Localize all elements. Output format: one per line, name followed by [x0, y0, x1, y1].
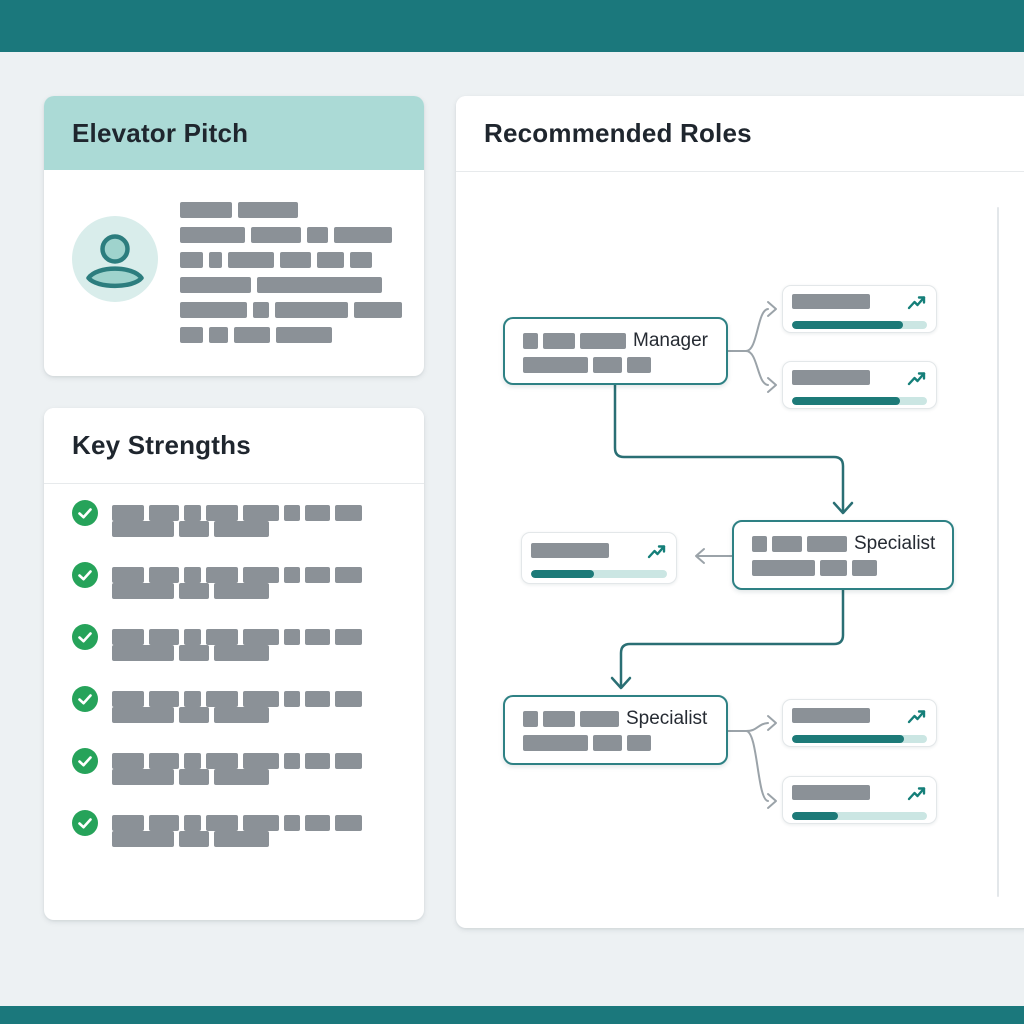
node-label: Manager — [633, 330, 708, 351]
top-app-bar — [0, 0, 1024, 52]
progress-fill — [792, 735, 905, 743]
node-placeholder-text — [523, 333, 626, 349]
strength-placeholder-text — [112, 629, 362, 661]
strength-item — [72, 624, 402, 661]
trending-up-icon — [907, 787, 926, 801]
trending-up-icon — [907, 372, 926, 386]
key-strengths-header: Key Strengths — [44, 408, 424, 484]
elevator-pitch-placeholder-text — [180, 202, 402, 343]
strength-placeholder-text — [112, 505, 362, 537]
key-strengths-list — [72, 500, 402, 877]
strength-item — [72, 748, 402, 785]
node-placeholder-text — [523, 711, 619, 727]
progress-track — [792, 812, 927, 820]
role-title-placeholder — [792, 294, 870, 309]
elevator-pitch-card: Elevator Pitch — [44, 96, 424, 376]
node-placeholder-text — [523, 735, 726, 751]
node-placeholder-text — [752, 536, 847, 552]
role-option-card[interactable] — [782, 776, 937, 824]
role-node-specialist-bottom[interactable]: Specialist — [503, 695, 728, 765]
role-node-manager[interactable]: Manager — [503, 317, 728, 385]
strength-item — [72, 686, 402, 723]
role-title-placeholder — [531, 543, 609, 558]
recommended-roles-header: Recommended Roles — [456, 96, 1024, 172]
avatar — [72, 216, 158, 302]
check-circle-icon — [72, 562, 98, 588]
strength-placeholder-text — [112, 753, 362, 785]
elevator-pitch-header: Elevator Pitch — [44, 96, 424, 170]
strength-placeholder-text — [112, 815, 362, 847]
role-title-placeholder — [792, 370, 870, 385]
trending-up-icon — [907, 710, 926, 724]
node-label: Specialist — [626, 708, 708, 729]
elevator-pitch-title: Elevator Pitch — [72, 117, 249, 148]
role-option-card[interactable] — [521, 532, 677, 584]
check-circle-icon — [72, 810, 98, 836]
check-circle-icon — [72, 748, 98, 774]
trending-up-icon — [647, 545, 666, 559]
role-node-specialist-mid[interactable]: Specialist — [732, 520, 954, 590]
progress-track — [792, 397, 927, 405]
recommended-roles-card: Recommended Roles — [456, 96, 1024, 928]
progress-track — [531, 570, 667, 578]
progress-fill — [531, 570, 594, 578]
role-option-card[interactable] — [782, 361, 937, 409]
scrollbar-track[interactable] — [997, 207, 999, 897]
check-circle-icon — [72, 686, 98, 712]
progress-fill — [792, 397, 900, 405]
role-title-placeholder — [792, 785, 870, 800]
progress-fill — [792, 812, 838, 820]
strength-placeholder-text — [112, 691, 362, 723]
role-title-placeholder — [792, 708, 870, 723]
progress-track — [792, 321, 927, 329]
strength-item — [72, 562, 402, 599]
key-strengths-card: Key Strengths — [44, 408, 424, 920]
strength-item — [72, 810, 402, 847]
node-label: Specialist — [854, 533, 936, 554]
check-circle-icon — [72, 500, 98, 526]
recommended-roles-title: Recommended Roles — [484, 118, 752, 148]
key-strengths-title: Key Strengths — [72, 430, 251, 460]
role-option-card[interactable] — [782, 285, 937, 333]
progress-fill — [792, 321, 903, 329]
node-placeholder-text — [523, 357, 726, 373]
strength-item — [72, 500, 402, 537]
bottom-app-bar — [0, 1006, 1024, 1024]
role-option-card[interactable] — [782, 699, 937, 747]
check-circle-icon — [72, 624, 98, 650]
strength-placeholder-text — [112, 567, 362, 599]
progress-track — [792, 735, 927, 743]
person-icon — [86, 234, 144, 289]
node-placeholder-text — [752, 560, 952, 576]
trending-up-icon — [907, 296, 926, 310]
